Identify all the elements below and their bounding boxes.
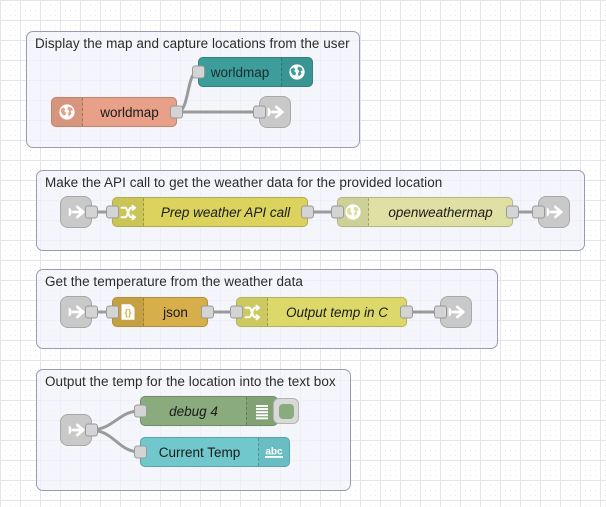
node-link-out-temp[interactable] [434,296,472,328]
node-input-port[interactable] [134,404,147,418]
svg-text:abc: abc [265,447,283,458]
node-input-port[interactable] [192,65,205,79]
node-worldmap-out[interactable]: worldmap [192,57,313,87]
node-label: Prep weather API call [160,204,291,220]
node-output-temp-in-c[interactable]: Output temp in C [230,297,413,327]
link-out-icon [265,102,285,122]
node-link-in-output[interactable] [60,414,98,446]
debug-enable-toggle[interactable] [273,398,299,424]
node-output-port[interactable] [85,205,98,219]
globe-icon [281,58,312,86]
node-label: Current Temp [158,444,241,460]
debug-lines-icon [246,397,277,425]
node-label: Output temp in C [285,304,389,320]
link-out-icon [446,302,466,322]
node-input-port[interactable] [434,305,447,319]
group-display-map[interactable]: Display the map and capture locations fr… [26,31,360,148]
node-input-port[interactable] [134,445,147,459]
group-title: Display the map and capture locations fr… [35,36,350,51]
node-output-port[interactable] [170,105,183,119]
node-input-port[interactable] [532,205,545,219]
node-input-port[interactable] [106,305,119,319]
node-label: debug 4 [169,403,218,419]
node-link-in-api[interactable] [60,196,98,228]
group-title: Make the API call to get the weather dat… [45,175,443,190]
group-title: Get the temperature from the weather dat… [45,274,303,289]
node-label: openweathermap [388,204,493,220]
group-title: Output the temp for the location into th… [45,374,336,389]
node-link-in-temp[interactable] [60,296,98,328]
link-in-icon [66,202,86,222]
node-debug-4[interactable]: debug 4 [134,396,299,426]
node-input-port[interactable] [106,205,119,219]
node-worldmap-in[interactable]: worldmap [51,97,183,127]
debug-toggle-indicator [278,403,294,419]
node-output-port[interactable] [201,305,214,319]
node-link-out-map[interactable] [253,96,291,128]
link-out-icon [544,202,564,222]
node-prep-weather-api-call[interactable]: Prep weather API call [106,197,314,227]
node-openweathermap[interactable]: openweathermap [331,197,519,227]
svg-text:{}: {} [124,308,132,318]
node-json[interactable]: {} json [106,297,214,327]
node-label: json [163,304,188,320]
node-output-port[interactable] [506,205,519,219]
node-output-port[interactable] [301,205,314,219]
node-output-port[interactable] [85,423,98,437]
node-input-port[interactable] [230,305,243,319]
abc-text-icon: abc [258,438,289,466]
node-output-port[interactable] [85,305,98,319]
node-label: worldmap [210,64,270,80]
link-in-icon [66,420,86,440]
globe-icon [52,98,83,126]
node-current-temp[interactable]: Current Temp abc [134,437,290,467]
change-icon [113,198,144,226]
link-in-icon [66,302,86,322]
node-input-port[interactable] [331,205,344,219]
node-link-out-api[interactable] [532,196,570,228]
node-label: worldmap [100,104,159,120]
node-input-port[interactable] [253,105,266,119]
node-output-port[interactable] [400,305,413,319]
